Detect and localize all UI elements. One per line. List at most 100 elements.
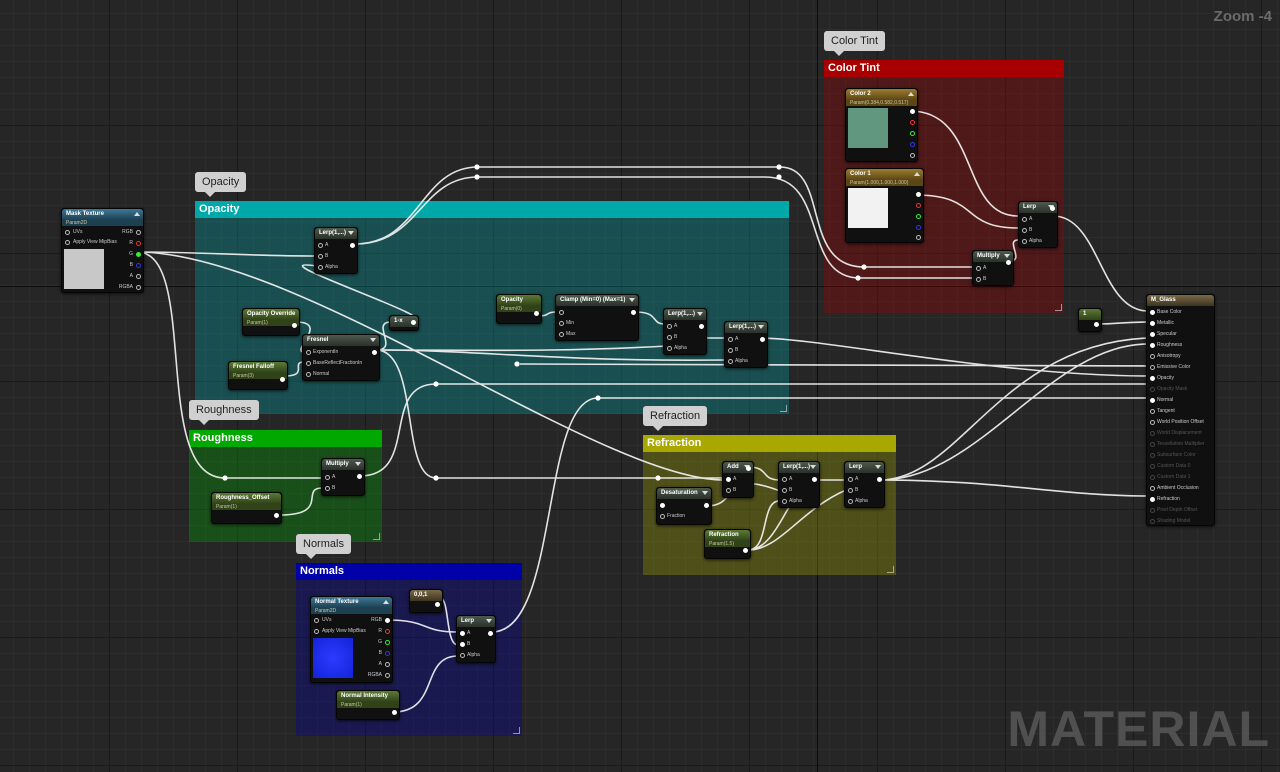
output-pin[interactable] <box>1006 260 1011 265</box>
output-pin-b[interactable] <box>136 263 141 268</box>
output-pin-r[interactable] <box>385 629 390 634</box>
input-pin[interactable] <box>325 486 330 491</box>
input-pin[interactable] <box>848 499 853 504</box>
node-fresnel-falloff[interactable]: Fresnel Falloff Param(3) <box>228 361 288 390</box>
output-pin[interactable] <box>699 324 704 329</box>
output-pin-rgba[interactable] <box>136 285 141 290</box>
collapse-arrow-icon[interactable] <box>383 600 389 604</box>
node-refraction-param[interactable]: Refraction Param(1.5) <box>704 529 751 559</box>
input-pin[interactable] <box>976 266 981 271</box>
output-pin[interactable] <box>877 477 882 482</box>
result-input-pin[interactable] <box>1150 420 1155 425</box>
node-lerp-opacity-1[interactable]: Lerp(1,...) A B Alpha <box>314 227 358 274</box>
node-lerp-opacity-2[interactable]: Lerp(1,...) A B Alpha <box>663 308 707 355</box>
output-pin[interactable] <box>385 618 390 623</box>
input-pin[interactable] <box>306 350 311 355</box>
output-pin-a[interactable] <box>385 662 390 667</box>
output-pin[interactable] <box>392 710 397 715</box>
output-pin[interactable] <box>274 513 279 518</box>
collapse-arrow-icon[interactable] <box>134 212 140 216</box>
output-pin[interactable] <box>1050 206 1055 211</box>
output-pin-b[interactable] <box>910 142 915 147</box>
collapse-arrow-icon[interactable] <box>697 312 703 316</box>
input-pin[interactable] <box>314 629 319 634</box>
refraction-bubble[interactable]: Refraction <box>643 406 708 431</box>
result-input-pin[interactable] <box>1150 409 1155 414</box>
input-pin[interactable] <box>848 477 853 482</box>
output-pin[interactable] <box>280 377 285 382</box>
collapse-arrow-icon[interactable] <box>908 92 914 96</box>
input-pin[interactable] <box>306 361 311 366</box>
input-pin[interactable] <box>726 477 731 482</box>
node-desaturation[interactable]: Desaturation Fraction <box>656 487 712 525</box>
output-pin-g[interactable] <box>910 131 915 136</box>
collapse-arrow-icon[interactable] <box>629 298 635 302</box>
result-input-pin[interactable] <box>1150 321 1155 326</box>
output-pin[interactable] <box>372 350 377 355</box>
collapse-arrow-icon[interactable] <box>1004 254 1010 258</box>
input-pin[interactable] <box>848 488 853 493</box>
normals-bubble[interactable]: Normals <box>296 534 351 559</box>
result-input-pin[interactable] <box>1150 508 1155 513</box>
result-input-pin[interactable] <box>1150 387 1155 392</box>
color-tint-bubble[interactable]: Color Tint <box>824 31 886 56</box>
collapse-arrow-icon[interactable] <box>486 619 492 623</box>
output-pin-a[interactable] <box>910 153 915 158</box>
input-pin[interactable] <box>306 372 311 377</box>
opacity-bubble[interactable]: Opacity <box>195 172 247 197</box>
node-color-2[interactable]: Color 2 Param(0.384,0.582,0.517) <box>845 88 918 162</box>
input-pin[interactable] <box>1022 228 1027 233</box>
result-input-pin[interactable] <box>1150 332 1155 337</box>
output-pin[interactable] <box>916 192 921 197</box>
node-lerp-tint[interactable]: Lerp A B Alpha <box>1018 201 1058 248</box>
input-pin[interactable] <box>726 488 731 493</box>
input-pin[interactable] <box>65 230 70 235</box>
input-pin[interactable] <box>1022 239 1027 244</box>
output-pin[interactable] <box>534 311 539 316</box>
node-lerp-refraction-2[interactable]: Lerp A B Alpha <box>844 461 885 508</box>
output-pin[interactable] <box>350 243 355 248</box>
input-pin[interactable] <box>667 346 672 351</box>
output-pin-r[interactable] <box>136 241 141 246</box>
output-pin[interactable] <box>704 503 709 508</box>
input-pin[interactable] <box>559 321 564 326</box>
node-lerp-normal[interactable]: Lerp A B Alpha <box>456 615 496 663</box>
output-pin[interactable] <box>631 310 636 315</box>
result-input-pin[interactable] <box>1150 442 1155 447</box>
output-pin[interactable] <box>411 320 416 325</box>
collapse-arrow-icon[interactable] <box>758 325 764 329</box>
node-color-1[interactable]: Color 1 Param(1.000,1.000,1.000) <box>845 168 924 243</box>
input-pin[interactable] <box>318 243 323 248</box>
node-constant-001[interactable]: 0,0,1 <box>409 589 443 613</box>
result-input-pin[interactable] <box>1150 431 1155 436</box>
node-multiply-tint[interactable]: Multiply A B <box>972 250 1014 286</box>
node-normal-texture[interactable]: Normal Texture Param2D UVs Apply View Mi… <box>310 596 393 683</box>
result-input-pin[interactable] <box>1150 464 1155 469</box>
input-pin[interactable] <box>728 359 733 364</box>
output-pin-g[interactable] <box>916 214 921 219</box>
node-opacity-param[interactable]: Opacity Param(0) <box>496 294 542 324</box>
input-pin[interactable] <box>460 642 465 647</box>
output-pin[interactable] <box>746 466 751 471</box>
output-pin[interactable] <box>488 631 493 636</box>
collapse-arrow-icon[interactable] <box>810 465 816 469</box>
input-pin[interactable] <box>667 335 672 340</box>
input-pin[interactable] <box>318 254 323 259</box>
node-constant-one[interactable]: 1 <box>1078 308 1102 332</box>
output-pin-b[interactable] <box>385 651 390 656</box>
collapse-arrow-icon[interactable] <box>875 465 881 469</box>
collapse-arrow-icon[interactable] <box>370 338 376 342</box>
collapse-arrow-icon[interactable] <box>355 462 361 466</box>
input-pin[interactable] <box>1022 217 1027 222</box>
node-lerp-refraction-1[interactable]: Lerp(1,...) A B Alpha <box>778 461 820 508</box>
output-pin-g[interactable] <box>385 640 390 645</box>
collapse-arrow-icon[interactable] <box>348 231 354 235</box>
input-pin[interactable] <box>460 653 465 658</box>
output-pin[interactable] <box>136 230 141 235</box>
output-pin-g[interactable] <box>136 252 141 257</box>
node-clamp[interactable]: Clamp (Min=0) (Max=1) Min Max <box>555 294 639 341</box>
result-input-pin[interactable] <box>1150 343 1155 348</box>
collapse-arrow-icon[interactable] <box>914 172 920 176</box>
result-input-pin[interactable] <box>1150 354 1155 359</box>
node-roughness-offset[interactable]: Roughness_Offset Param(1) <box>211 492 282 524</box>
